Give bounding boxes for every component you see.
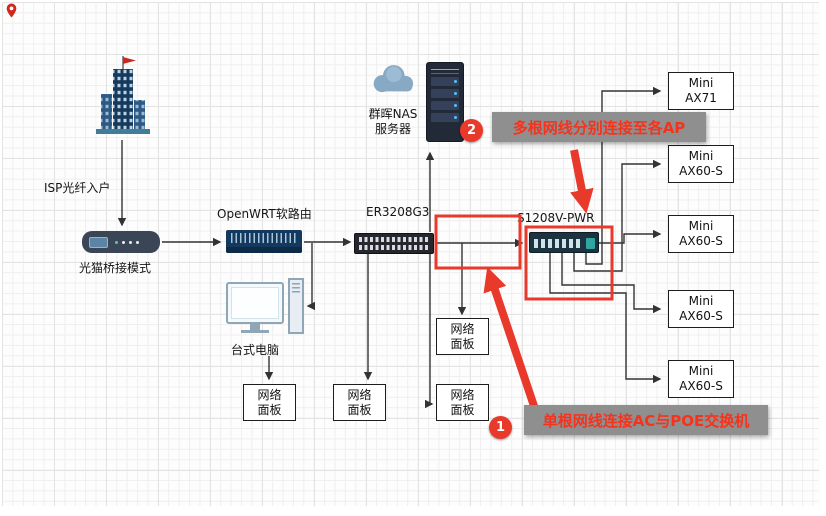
modem-led (129, 240, 132, 244)
router-base (226, 247, 302, 253)
ap-label-line2: AX71 (685, 91, 717, 105)
pin-icon (5, 3, 18, 22)
ap-label-line1: Mini (688, 149, 714, 163)
ap-label-line2: AX60-S (679, 309, 723, 323)
panel-label-line1: 网络 (347, 387, 372, 402)
panel-label-line1: 网络 (257, 387, 282, 402)
building-icon (92, 54, 154, 142)
switch-icon (354, 233, 434, 254)
ap-label-line1: Mini (688, 294, 714, 308)
nas-panel (431, 69, 459, 74)
poe-switch-ports (534, 239, 583, 248)
nas-drive-bay (431, 77, 459, 86)
ap-label-line2: AX60-S (679, 379, 723, 393)
monitor-stand (250, 324, 260, 330)
monitor-base (241, 330, 269, 333)
panel-label-line1: 网络 (450, 387, 475, 402)
nas-drive-bay (431, 101, 459, 110)
network-panel-box: 网络 面板 (333, 384, 386, 421)
panel-label-line2: 面板 (450, 336, 475, 351)
panel-label-line2: 面板 (347, 402, 372, 417)
isp-label: ISP光纤入户 (44, 181, 111, 195)
modem-label: 光猫桥接模式 (79, 261, 152, 275)
ap-box-ax60s: Mini AX60-S (668, 215, 734, 253)
core-switch-label: ER3208G3 (366, 205, 430, 219)
modem-led (115, 240, 118, 244)
desktop-computer-icon (226, 278, 306, 338)
ap-box-ax60s: Mini AX60-S (668, 360, 734, 398)
panel-label-line2: 面板 (257, 402, 282, 417)
pc-tower-icon (288, 278, 304, 334)
ap-label-line1: Mini (688, 76, 714, 90)
ap-box-ax71: Mini AX71 (668, 72, 734, 110)
nas-drive-bay (431, 89, 459, 98)
modem-led (136, 240, 139, 244)
nas-drive-bay (431, 113, 459, 122)
switch-ports (359, 245, 429, 250)
modem-display (89, 236, 108, 248)
network-panel-box: 网络 面板 (436, 318, 489, 355)
network-panel-box: 网络 面板 (436, 384, 489, 421)
ap-label-line2: AX60-S (679, 164, 723, 178)
ap-box-ax60s: Mini AX60-S (668, 145, 734, 183)
monitor-screen (231, 287, 279, 319)
modem-icon (82, 231, 160, 253)
nas-label-line1: 群晖NAS (368, 107, 418, 121)
router-ports (231, 233, 297, 243)
ap-label-line1: Mini (688, 364, 714, 378)
switch-ports (359, 237, 429, 242)
router-icon (226, 230, 302, 253)
monitor-icon (226, 282, 284, 324)
panel-label-line1: 网络 (450, 321, 475, 336)
panel-label-line2: 面板 (450, 402, 475, 417)
poe-switch-uplink (586, 238, 595, 249)
modem-led (122, 240, 125, 244)
desktop-label: 台式电脑 (231, 343, 280, 357)
nas-server-icon (426, 62, 464, 142)
note-multi-cable: 多根网线分别连接至各AP (492, 112, 706, 142)
network-panel-box: 网络 面板 (243, 384, 296, 421)
ap-box-ax60s: Mini AX60-S (668, 290, 734, 328)
poe-switch-icon (529, 232, 599, 253)
note-single-cable: 单根网线连接AC与POE交换机 (524, 405, 768, 435)
ap-label-line1: Mini (688, 219, 714, 233)
badge-1: 1 (489, 416, 512, 439)
cloud-icon (368, 62, 418, 100)
poe-switch-label: S1208V-PWR (517, 211, 595, 225)
nas-label: 群晖NAS 服务器 (362, 107, 424, 137)
router-label: OpenWRT软路由 (217, 207, 312, 221)
badge-2: 2 (460, 119, 483, 142)
ap-label-line2: AX60-S (679, 234, 723, 248)
nas-label-line2: 服务器 (374, 122, 411, 136)
